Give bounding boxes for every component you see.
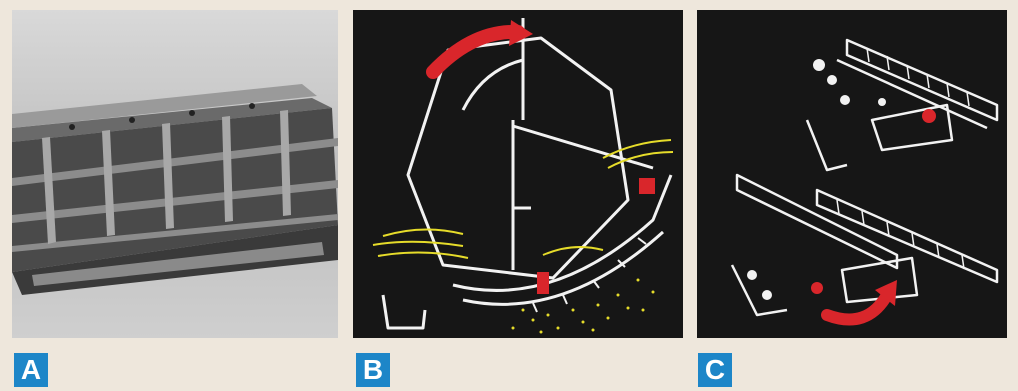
cylinder-photo-illustration [12,10,338,338]
stone-trap-diagram [697,10,1007,338]
panel-c-diagram [697,10,1007,338]
panel-b-diagram [353,10,683,338]
panel-label-a: A [14,353,48,387]
panel-label-c: C [698,353,732,387]
panel-a-photo [12,10,338,338]
concave-adjustment-diagram [353,10,683,338]
panel-label-b: B [356,353,390,387]
